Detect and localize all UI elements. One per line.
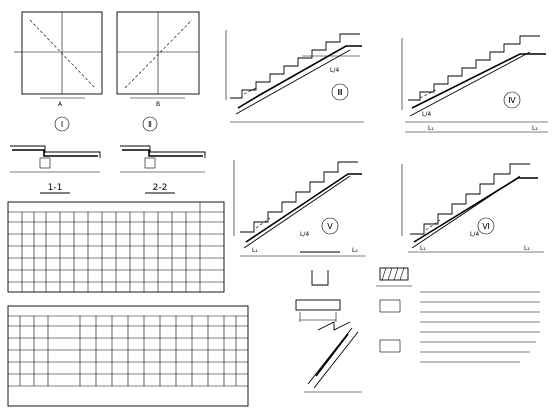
section-2-2 xyxy=(120,145,206,173)
inclined-detail xyxy=(304,321,362,393)
base-detail xyxy=(376,267,412,287)
stair-4-label: Ⅳ xyxy=(508,96,516,105)
stair-3-label: Ⅲ xyxy=(337,88,343,97)
small-frame-1 xyxy=(379,299,401,313)
plan-view-2: B xyxy=(116,11,200,108)
stair-6-circle xyxy=(477,217,495,235)
stair-5-dim-l2: L₂ xyxy=(352,247,358,254)
section-1-1 xyxy=(10,145,101,173)
stair-3-dim-l4: L/4 xyxy=(330,67,339,74)
table-1 xyxy=(7,201,225,293)
stair-3-circle xyxy=(331,83,349,101)
detail-circle-2 xyxy=(142,116,158,132)
plan-view-1: A xyxy=(14,11,103,108)
small-frame-2 xyxy=(379,339,401,353)
detail-label-2: Ⅱ xyxy=(148,120,152,129)
stair-section-4 xyxy=(401,35,548,133)
stair-4-dim-l4: L/4 xyxy=(422,111,431,118)
stair-section-3 xyxy=(225,30,364,123)
detail-circle-1 xyxy=(54,116,70,132)
foundation-detail xyxy=(295,251,341,322)
table-2 xyxy=(7,305,249,407)
stair-6-dim-l2: L₂ xyxy=(524,245,530,252)
stair-6-label: Ⅵ xyxy=(482,222,489,231)
stair-4-dim-l1: L₁ xyxy=(428,125,434,132)
stair-4-circle xyxy=(503,91,521,109)
plan-2-dim-b: B xyxy=(156,101,160,108)
stair-5-label: Ⅴ xyxy=(327,222,333,231)
section-1-1-label: 1-1 xyxy=(48,183,63,193)
stair-5-dim-l1: L₁ xyxy=(252,247,258,254)
stair-section-5 xyxy=(233,160,366,257)
stair-5-circle xyxy=(321,217,339,235)
section-2-2-label: 2-2 xyxy=(153,183,168,193)
stair-5-dim-l4: L/4 xyxy=(300,231,309,238)
notes-block xyxy=(420,291,540,363)
stair-6-dim-l4: L/4 xyxy=(470,231,479,238)
detail-label-1: Ⅰ xyxy=(61,120,63,129)
stair-4-dim-l2: L₂ xyxy=(532,125,538,132)
plan-1-dim-a: A xyxy=(58,101,63,108)
stair-section-6 xyxy=(401,163,544,253)
stair-6-dim-l1: L₁ xyxy=(420,245,426,252)
